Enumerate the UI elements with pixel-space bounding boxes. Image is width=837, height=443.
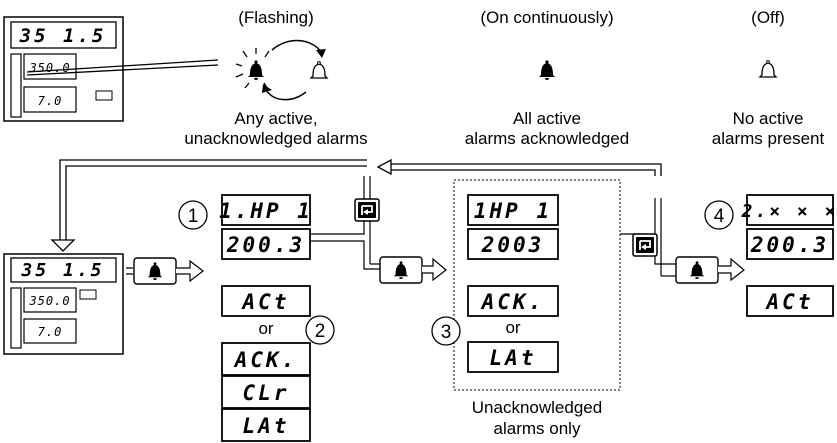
cycle-arrow-bottom [265, 89, 307, 101]
instrument-top: 35 1.5 350.0 7.0 [3, 16, 124, 122]
bell-outline-icon [310, 60, 328, 79]
step3: 1HP 1 2003 ACK. or 3 LAt [431, 194, 559, 373]
step3-line1: 1HP 1 [474, 199, 552, 223]
step2-act: ACt [241, 290, 290, 314]
off-desc-2: alarms present [712, 129, 825, 148]
instrument-bottom: 35 1.5 350.0 7.0 [3, 253, 124, 355]
bell-on-icon [539, 60, 555, 80]
step2-option-lat: LAt [243, 414, 290, 438]
step4-line1: 2.× × × [741, 201, 837, 222]
step1-line2: 200.3 [226, 233, 305, 257]
step4-act: ACt [765, 290, 814, 314]
step3-caption-2: alarms only [494, 419, 581, 438]
step1-to-step3-arrow [310, 176, 447, 284]
step4: 4 2.× × × 200.3 ACt [704, 194, 837, 317]
off-desc-1: No active [733, 109, 804, 128]
off-title: (Off) [751, 8, 785, 27]
step1-line1: 1.HP 1 [219, 199, 313, 223]
return-loop-arrow [50, 158, 662, 252]
on-desc-2: alarms acknowledged [465, 129, 629, 148]
cycle-arrow-top-head [316, 49, 326, 58]
page-return-icon [354, 198, 380, 222]
pointer-line-b [26, 64, 219, 76]
out-display-2: 7.0 [38, 325, 63, 339]
step2-number: 2 [315, 321, 326, 342]
step3-ack: ACK. [480, 290, 545, 314]
step4-line2: 200.3 [750, 233, 829, 257]
step1: 1 1.HP 1 200.3 [178, 194, 313, 260]
step2-or: or [258, 319, 273, 338]
step3-lat: LAt [490, 346, 537, 370]
page-return-icon-2 [632, 233, 658, 257]
pv-display: 35 1.5 [19, 25, 107, 47]
step3-line2: 2003 [481, 233, 545, 257]
step1-arrow [126, 257, 204, 285]
step4-number: 4 [714, 206, 725, 227]
step3-caption-1: Unacknowledged [472, 398, 602, 417]
step3-or: or [505, 318, 520, 337]
flashing-title: (Flashing) [238, 8, 314, 27]
step2-option-clr: CLr [243, 381, 290, 405]
step3-number: 3 [441, 322, 452, 343]
on-desc-1: All active [513, 109, 581, 128]
out-display: 7.0 [38, 94, 63, 108]
sp-display-2: 350.0 [28, 294, 70, 308]
flashing-desc-2: unacknowledged alarms [184, 129, 367, 148]
cycle-arrow-bottom-head [262, 84, 272, 93]
flashing-desc-1: Any active, [234, 109, 317, 128]
bell-off-icon [759, 59, 777, 78]
step2: ACt or 2 ACK. CLr LAt [221, 285, 335, 442]
pointer-line-a [26, 59, 219, 73]
pv-display-2: 35 1.5 [20, 260, 104, 281]
step1-number: 1 [188, 206, 199, 227]
on-title: (On continuously) [480, 8, 613, 27]
flashing-bell-icon [235, 48, 270, 89]
cycle-arrow-top [271, 39, 323, 54]
step2-option-ack: ACK. [233, 348, 298, 372]
